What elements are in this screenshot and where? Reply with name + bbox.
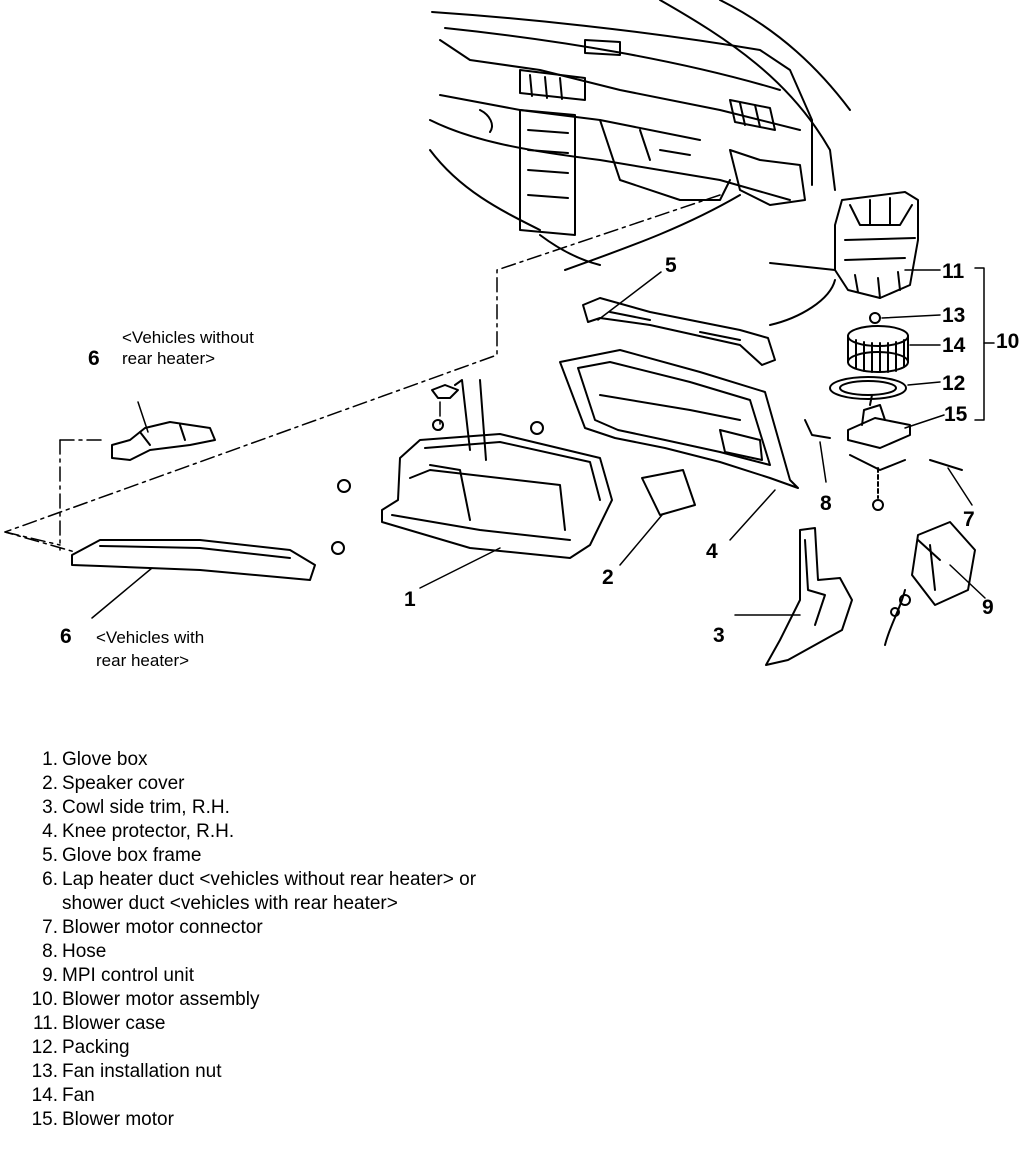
legend-number: 13. bbox=[31, 1061, 58, 1082]
screw-shape bbox=[432, 419, 444, 431]
screw-shape bbox=[337, 479, 351, 493]
screw-shape bbox=[872, 499, 884, 511]
legend-number: 3. bbox=[42, 797, 58, 818]
vehicle-notes: <Vehicles without rear heater> <Vehicles… bbox=[96, 328, 254, 670]
legend-text: Hose bbox=[62, 941, 107, 962]
callout-7: 7 bbox=[963, 508, 975, 531]
legend-text: Cowl side trim, R.H. bbox=[62, 797, 230, 818]
legend-number: 5. bbox=[42, 845, 58, 866]
legend-item: 6.Lap heater duct <vehicles without rear… bbox=[14, 868, 714, 916]
shower-duct-illustration bbox=[71, 539, 316, 581]
speaker-cover-shape bbox=[641, 469, 696, 516]
legend-number: 11. bbox=[32, 1013, 58, 1034]
parts-legend: 1.Glove box 2.Speaker cover 3.Cowl side … bbox=[14, 748, 714, 1132]
pointer-line-11 bbox=[769, 279, 836, 326]
legend-number: 8. bbox=[42, 941, 58, 962]
legend-number: 10. bbox=[31, 989, 58, 1010]
legend-item: 12.Packing bbox=[14, 1036, 714, 1060]
callout-2: 2 bbox=[602, 566, 614, 589]
legend-item: 15.Blower motor bbox=[14, 1108, 714, 1132]
callout-11: 11 bbox=[942, 260, 965, 283]
callout-6-with: 6 bbox=[60, 625, 72, 648]
callout-1: 1 bbox=[404, 588, 416, 611]
screw-shape bbox=[331, 541, 345, 555]
legend-item: 5.Glove box frame bbox=[14, 844, 714, 868]
note-with-line1: <Vehicles with bbox=[96, 628, 204, 647]
legend-number: 9. bbox=[42, 965, 58, 986]
fan-nut-shape bbox=[869, 312, 881, 324]
legend-item: 13.Fan installation nut bbox=[14, 1060, 714, 1084]
fan-illustration bbox=[847, 325, 909, 373]
legend-text: Fan bbox=[62, 1085, 95, 1106]
leader-lines bbox=[91, 267, 995, 619]
screw-shape bbox=[530, 421, 544, 435]
callouts: 1 2 3 4 5 6 6 7 8 9 10 11 13 14 12 15 bbox=[60, 254, 1019, 648]
blower-case-illustration bbox=[834, 191, 919, 299]
blower-motor-illustration bbox=[847, 394, 911, 499]
callout-10: 10 bbox=[996, 330, 1019, 353]
legend-text: Blower motor connector bbox=[62, 917, 263, 938]
note-with-line2: rear heater> bbox=[96, 651, 189, 670]
legend-item: 4.Knee protector, R.H. bbox=[14, 820, 714, 844]
legend-item: 3.Cowl side trim, R.H. bbox=[14, 796, 714, 820]
legend-text: Blower motor assembly bbox=[62, 989, 260, 1010]
glove-box-illustration bbox=[381, 379, 613, 559]
hose-shape bbox=[804, 419, 831, 439]
connector-shape bbox=[929, 459, 963, 471]
note-without-line1: <Vehicles without bbox=[122, 328, 254, 347]
legend-item: 2.Speaker cover bbox=[14, 772, 714, 796]
legend-text: Lap heater duct <vehicles without rear h… bbox=[62, 869, 477, 914]
legend-number: 15. bbox=[31, 1109, 58, 1130]
legend-number: 2. bbox=[42, 773, 58, 794]
legend-text: Glove box bbox=[62, 749, 148, 770]
dashboard-illustration bbox=[429, 0, 851, 271]
knee-protector-illustration bbox=[559, 349, 799, 489]
mpi-unit-illustration bbox=[884, 521, 976, 646]
callout-5: 5 bbox=[665, 254, 677, 277]
lap-heater-duct-illustration bbox=[111, 421, 216, 461]
legend-number: 7. bbox=[42, 917, 58, 938]
legend-number: 12. bbox=[31, 1037, 58, 1058]
callout-13: 13 bbox=[942, 304, 965, 327]
legend-text: Glove box frame bbox=[62, 845, 202, 866]
callout-9: 9 bbox=[982, 596, 994, 619]
actuator-rod bbox=[769, 262, 836, 271]
legend-text: Packing bbox=[62, 1037, 130, 1058]
legend-item: 9.MPI control unit bbox=[14, 964, 714, 988]
packing-ring-illustration bbox=[829, 376, 907, 400]
legend-text: Knee protector, R.H. bbox=[62, 821, 235, 842]
legend-text: Fan installation nut bbox=[62, 1061, 222, 1082]
legend-item: 11.Blower case bbox=[14, 1012, 714, 1036]
callout-12: 12 bbox=[942, 372, 965, 395]
glove-box-frame-illustration bbox=[582, 297, 776, 366]
callout-14: 14 bbox=[942, 334, 966, 357]
legend-text: Speaker cover bbox=[62, 773, 185, 794]
callout-3: 3 bbox=[713, 624, 725, 647]
legend-text: MPI control unit bbox=[62, 965, 194, 986]
legend-number: 1. bbox=[42, 749, 58, 770]
legend-number: 4. bbox=[42, 821, 58, 842]
legend-item: 1.Glove box bbox=[14, 748, 714, 772]
alignment-lines bbox=[4, 194, 721, 553]
legend-number: 6. bbox=[42, 869, 58, 890]
legend-item: 10.Blower motor assembly bbox=[14, 988, 714, 1012]
legend-text: Blower motor bbox=[62, 1109, 174, 1130]
callout-4: 4 bbox=[706, 540, 718, 563]
legend-item: 8.Hose bbox=[14, 940, 714, 964]
cowl-side-trim-illustration bbox=[765, 527, 853, 666]
legend-item: 7.Blower motor connector bbox=[14, 916, 714, 940]
note-without-line2: rear heater> bbox=[122, 349, 215, 368]
callout-8: 8 bbox=[820, 492, 832, 515]
callout-6-without: 6 bbox=[88, 347, 100, 370]
legend-item: 14.Fan bbox=[14, 1084, 714, 1108]
legend-text: Blower case bbox=[62, 1013, 166, 1034]
callout-15: 15 bbox=[944, 403, 968, 426]
exploded-parts-diagram: 1 2 3 4 5 6 6 7 8 9 10 11 13 14 12 15 <V… bbox=[4, 0, 1019, 670]
legend-number: 14. bbox=[31, 1085, 58, 1106]
